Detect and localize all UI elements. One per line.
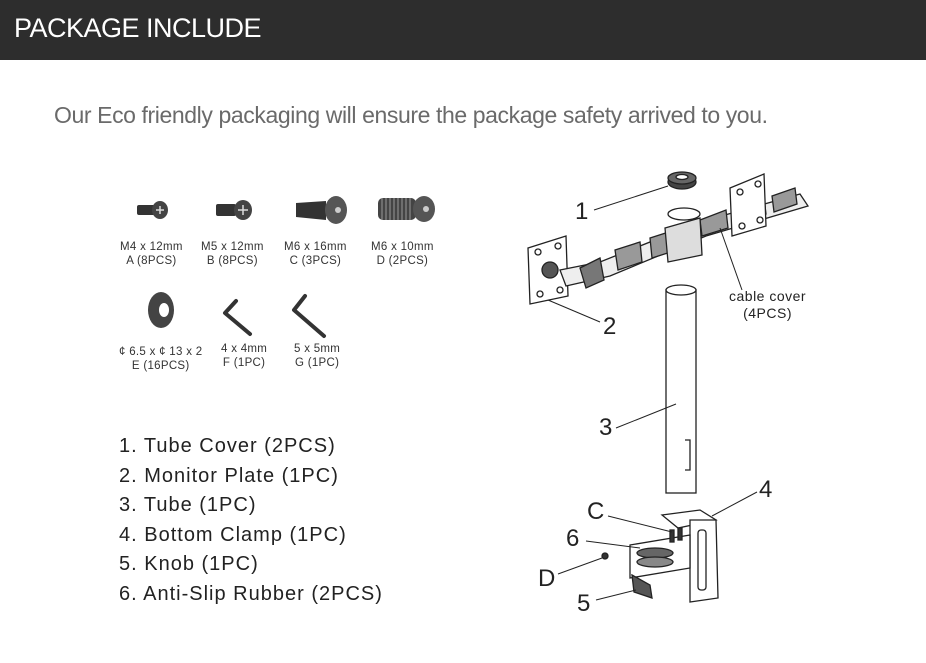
list-item: 3. Tube (1PC): [119, 494, 257, 516]
tube: [665, 284, 697, 494]
hex-key-icon: [292, 294, 326, 338]
cable-cover-label: cable cover (4PCS): [729, 288, 807, 321]
screw-icon: [378, 196, 435, 222]
callout-4: 4: [759, 476, 773, 503]
screw-icon: [137, 201, 168, 219]
hex-key-icon: [223, 299, 252, 336]
screw-icon: [216, 200, 252, 220]
callout-c: C: [587, 498, 605, 525]
callout-2: 2: [603, 313, 617, 340]
callout-3: 3: [599, 414, 613, 441]
callout-5: 5: [577, 590, 591, 617]
list-item: 6. Anti-Slip Rubber (2PCS): [119, 582, 383, 605]
screw-icon: [296, 196, 347, 224]
header-bar: PACKAGE INCLUDE: [0, 0, 926, 60]
monitor-plate-left: [527, 235, 569, 305]
washer-icon: [148, 292, 174, 328]
list-item: 1. Tube Cover (2PCS): [119, 435, 336, 457]
monitor-plate-right: [729, 173, 767, 237]
callout-1: 1: [575, 198, 589, 225]
intro-text: Our Eco friendly packaging will ensure t…: [54, 102, 768, 128]
list-item: 2. Monitor Plate (1PC): [119, 464, 339, 487]
page-title: PACKAGE INCLUDE: [14, 13, 262, 43]
leader-lines: [547, 185, 758, 601]
monitor-arm-diagram: [527, 171, 810, 603]
callout-6: 6: [566, 525, 580, 552]
list-item: 4. Bottom Clamp (1PC): [119, 523, 347, 546]
bottom-clamp: [601, 509, 719, 603]
tube-cover: [667, 171, 697, 190]
callout-d: D: [538, 565, 556, 592]
list-item: 5. Knob (1PC): [119, 553, 259, 575]
parts-list: 1. Tube Cover (2PCS) 2. Monitor Plate (1…: [119, 432, 383, 609]
